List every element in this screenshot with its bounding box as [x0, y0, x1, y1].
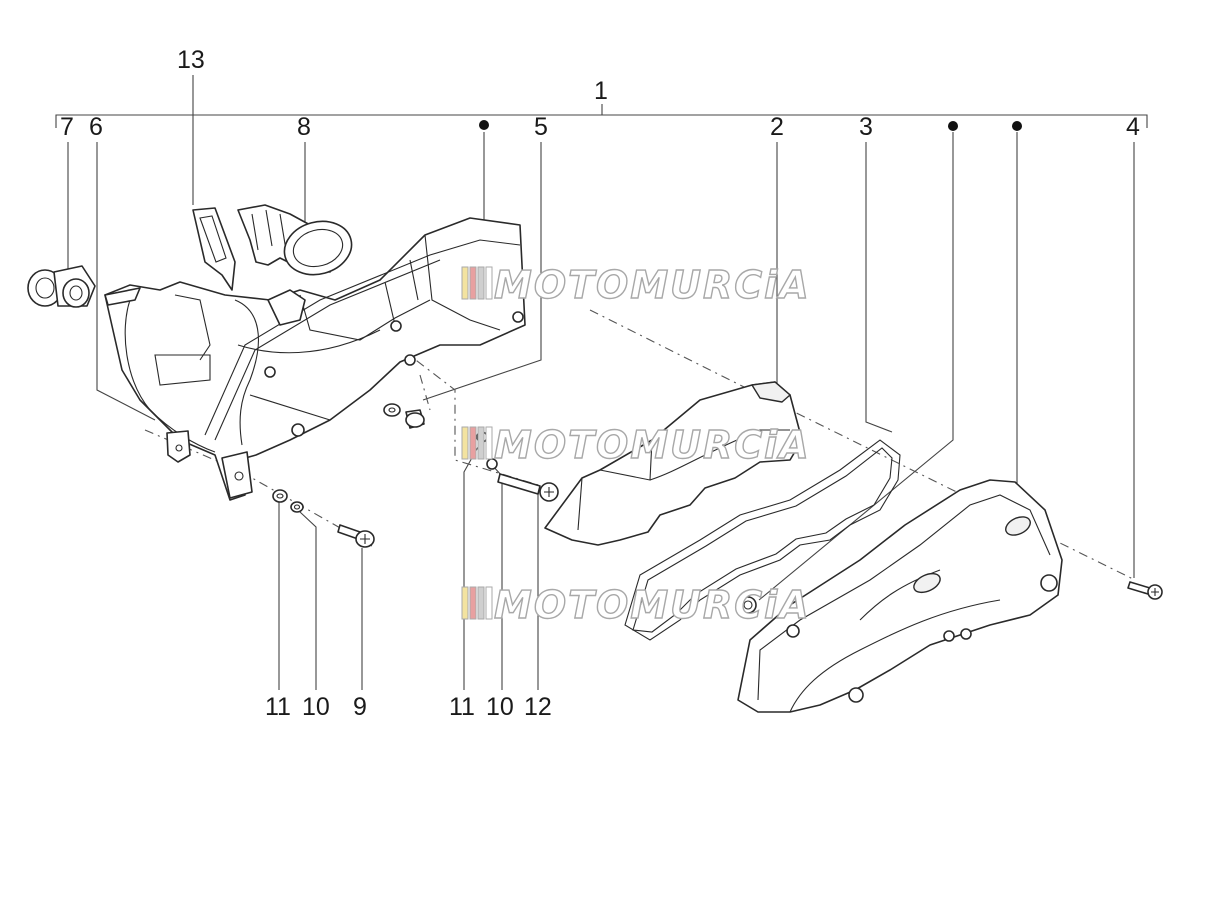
- callout-1[interactable]: 1: [594, 77, 608, 105]
- watermark-top: MOTOMURCiA: [461, 262, 811, 308]
- part-10-washer-left[interactable]: [290, 501, 304, 513]
- assembly-bracket: [55, 104, 1148, 128]
- bullet-dot-1: [479, 120, 489, 130]
- plug-small[interactable]: [739, 596, 757, 614]
- callout-12[interactable]: 12: [524, 693, 552, 721]
- callout-7[interactable]: 7: [60, 113, 74, 141]
- callout-11-right[interactable]: 11: [449, 693, 475, 721]
- part-13-clamp-strap[interactable]: [192, 207, 236, 291]
- part-8-intake-sleeve[interactable]: [237, 204, 358, 282]
- part-7-intake-rubber[interactable]: [27, 265, 96, 308]
- bullet-dot-2: [948, 121, 958, 131]
- part-9-screw[interactable]: [337, 524, 375, 548]
- watermark-middle: MOTOMURCiA: [461, 422, 811, 468]
- watermark-text-middle: MOTOMURCiA: [494, 423, 811, 467]
- part-5-bushing[interactable]: [383, 403, 425, 429]
- part-11-washer-left[interactable]: [272, 489, 288, 503]
- part-3-gasket[interactable]: [624, 439, 901, 641]
- bullet-dot-3: [1012, 121, 1022, 131]
- callout-10-left[interactable]: 10: [302, 693, 330, 721]
- part-4-screw[interactable]: [1127, 581, 1163, 600]
- callout-3[interactable]: 3: [859, 113, 873, 141]
- callout-6[interactable]: 6: [89, 113, 103, 141]
- watermark-text-bottom: MOTOMURCiA: [494, 583, 811, 627]
- callout-9[interactable]: 9: [353, 693, 367, 721]
- part-6-air-box-body[interactable]: [104, 217, 526, 501]
- part-2-filter-element[interactable]: [544, 381, 803, 546]
- callout-11-left[interactable]: 11: [265, 693, 291, 721]
- watermark-bottom: MOTOMURCiA: [461, 582, 811, 628]
- callout-5[interactable]: 5: [534, 113, 548, 141]
- air-filter-cover[interactable]: [737, 479, 1063, 713]
- part-12-screw[interactable]: [497, 473, 559, 502]
- callout-8[interactable]: 8: [297, 113, 311, 141]
- callout-10-right[interactable]: 10: [486, 693, 514, 721]
- callout-4[interactable]: 4: [1126, 113, 1140, 141]
- watermark-text-top: MOTOMURCiA: [494, 263, 811, 307]
- part-6-clip[interactable]: [166, 430, 191, 463]
- callout-13[interactable]: 13: [177, 46, 205, 74]
- callout-2[interactable]: 2: [770, 113, 784, 141]
